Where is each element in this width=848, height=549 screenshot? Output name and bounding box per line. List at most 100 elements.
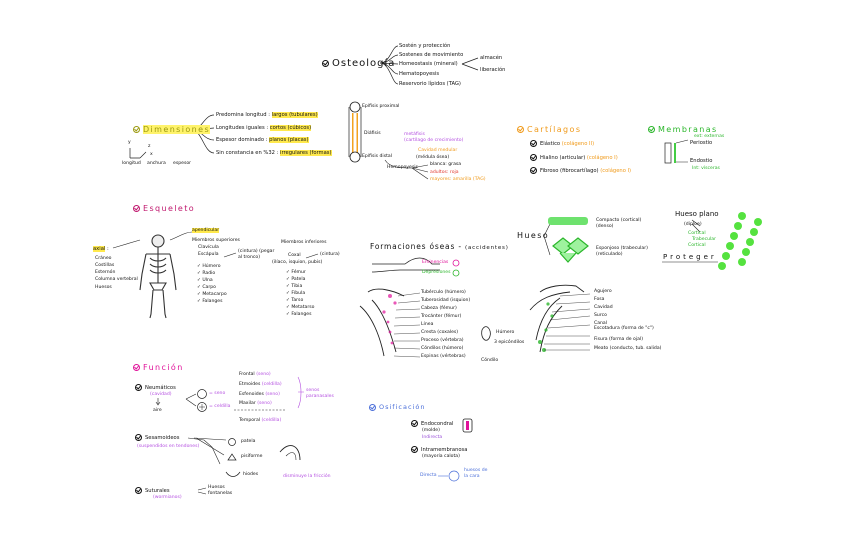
- osteologia-item: Sostén y protección: [399, 43, 451, 49]
- osteologia-item: Sostenes de movimiento: [399, 52, 464, 58]
- axial-item: Cráneo: [95, 256, 112, 261]
- inferior-item: ✓ Tarso: [286, 298, 304, 303]
- formacion-item: Espinas (vértebras): [421, 354, 466, 359]
- formacion-right: Meato (conducto, tub. salida): [594, 346, 662, 351]
- osteologia-item: Hematopoyesis: [399, 71, 440, 77]
- bone-label: Epífisis distal: [362, 154, 392, 159]
- formaciones-title: Formaciones óseas - (accidentes): [370, 242, 509, 251]
- check-circle-icon: [648, 126, 655, 133]
- formacion-right: Fosa: [594, 297, 605, 302]
- suturales-label: Suturales: [135, 487, 170, 495]
- bone-label: Diáfisis: [364, 131, 381, 136]
- formacion-right: Escotadura (forma de "c"): [594, 326, 654, 331]
- bone-label: (médula ósea): [416, 155, 450, 160]
- seno-item: Frontal (seno): [239, 372, 271, 377]
- axial-item: Columna vertebral: [95, 277, 138, 282]
- axis-label: x: [150, 152, 153, 157]
- check-circle-icon: [133, 126, 140, 133]
- check-circle-icon: [369, 403, 376, 411]
- formacion-right: Surco: [594, 313, 607, 318]
- skeleton-figure: [139, 234, 177, 319]
- axis-label: z: [148, 144, 151, 149]
- bone-label: adultos: roja: [430, 170, 459, 175]
- formacion-item: Trocánter (fémur): [421, 314, 462, 319]
- formacion-right: Agujero: [594, 289, 612, 294]
- inferior-item: ✓ Patela: [286, 277, 306, 282]
- directa-label: Directa: [420, 473, 437, 478]
- hueso-plano-label: Cortical: [688, 231, 706, 236]
- inferior-sub: Coxal: [288, 253, 301, 258]
- apend-sub: Clavícula: [198, 245, 219, 250]
- dimensiones-row: Longitudes iguales : cortos (cúbicos): [216, 125, 312, 131]
- formacion-item: Cresta (coxales): [421, 330, 459, 335]
- apend-item: ✓ Metacarpo: [197, 292, 227, 297]
- seno-item: Maxilar (seno): [239, 401, 272, 406]
- apend-item: ✓ Húmero: [197, 264, 221, 269]
- friccion-label: disminuye la fricción: [283, 474, 331, 479]
- hueso-esponjoso: Esponjoso (trabecular) (reticulado): [596, 246, 648, 257]
- osteologia-title: Osteología: [322, 58, 395, 69]
- endocondral-sub: Indirecta: [422, 435, 443, 440]
- dimensiones-row: Sin constancia en %32 : irregulares (for…: [216, 150, 332, 156]
- dimensiones-row: Espesor dominado : planos (placas): [216, 137, 309, 143]
- dimensiones-title: Dimensiones: [133, 125, 211, 134]
- osteologia-side: liberación: [480, 67, 506, 73]
- neumaticos-note: (cavidad): [150, 392, 172, 397]
- axial-item: Esternón: [95, 270, 116, 275]
- cartilagos-title: Cartílagos: [517, 125, 581, 134]
- osteologia-side: almacén: [480, 55, 503, 61]
- check-circle-icon: [133, 205, 140, 212]
- inferior-sub: (cintura): [320, 252, 340, 257]
- axis-label: y: [128, 140, 131, 145]
- paranasales-label: senos paranasales: [306, 388, 334, 399]
- celdilla-label: = celdilla: [209, 404, 231, 409]
- apend-item: ✓ Ulna: [197, 278, 213, 283]
- formacion-item: Tubérculo (húmero): [421, 290, 466, 295]
- seno-item: Etmoides (celdilla): [239, 382, 282, 387]
- sesamoideo-item: patela: [241, 439, 256, 444]
- hueso-plano-label: Trabecular: [692, 237, 716, 242]
- inferior-title: Miembros inferiores: [281, 240, 327, 245]
- sesamoideo-item: hiodes: [243, 472, 259, 477]
- bone-label: Epífisis proximal: [362, 104, 400, 109]
- endocondral-note: (molde): [422, 428, 440, 433]
- formacion-mid: Húmero: [496, 330, 515, 335]
- apend-item: ✓ Radio: [197, 271, 216, 276]
- sesamoideos-label: Sesamoideos: [135, 434, 179, 442]
- check-circle-icon: [322, 59, 329, 67]
- formacion-item: Línea: [421, 322, 434, 327]
- apend-item: ✓ Falanges: [197, 299, 223, 304]
- legend-eminencias: Eminencias: [422, 260, 449, 265]
- sesamoideos-note: (suspendidos en tendones): [137, 444, 200, 449]
- intramembranosa-label: Intramembranosa: [411, 446, 467, 454]
- apend-sub: Escápula: [198, 252, 219, 257]
- formacion-item: Cóndilos (húmero): [421, 346, 464, 351]
- inferior-item: ✓ Tibia: [286, 284, 303, 289]
- inferior-item: ✓ Fémur: [286, 270, 306, 275]
- axial-item: Huesos: [95, 285, 112, 290]
- formacion-right: Canal: [594, 321, 608, 326]
- formacion-right: Fisura (forma de ojal): [594, 337, 644, 342]
- aire-label: aire: [153, 408, 162, 413]
- formacion-right: Cavidad: [594, 305, 613, 310]
- axis-label: anchura: [147, 161, 166, 166]
- membrana-label: Periostio: [690, 140, 713, 146]
- hueso-compacto: Compacto (cortical) (denso): [596, 218, 642, 229]
- suturales-note: (wormianos): [153, 495, 182, 500]
- membrana-label: Int: vísceras: [692, 166, 720, 171]
- neumaticos-label: Neumáticos: [135, 384, 176, 392]
- apend-item: ✓ Carpo: [197, 285, 216, 290]
- suturales-item: Huesos fontanelas: [208, 485, 233, 496]
- seno-item: Temporal (celdilla): [239, 418, 282, 423]
- osteologia-item: Reservorio lípidos (TAG): [399, 81, 461, 87]
- cartilago-item: Hialino (articular) (colágeno I): [530, 154, 618, 162]
- apend-title: apendicular: [192, 228, 220, 233]
- formacion-mid: 3 epicóndilos: [494, 340, 525, 345]
- formacion-item: Proceso (vértebra): [421, 338, 464, 343]
- apend-sub: Miembros superiores: [192, 238, 240, 243]
- legend-depresiones: Depresiones: [422, 270, 451, 275]
- membrana-label: ext: externas: [694, 134, 725, 139]
- inferior-item: ✓ Falanges: [286, 312, 312, 317]
- bone-label: mayores: amarilla (TAG): [430, 177, 486, 182]
- intramembranosa-note: (mayoría calota): [422, 454, 460, 459]
